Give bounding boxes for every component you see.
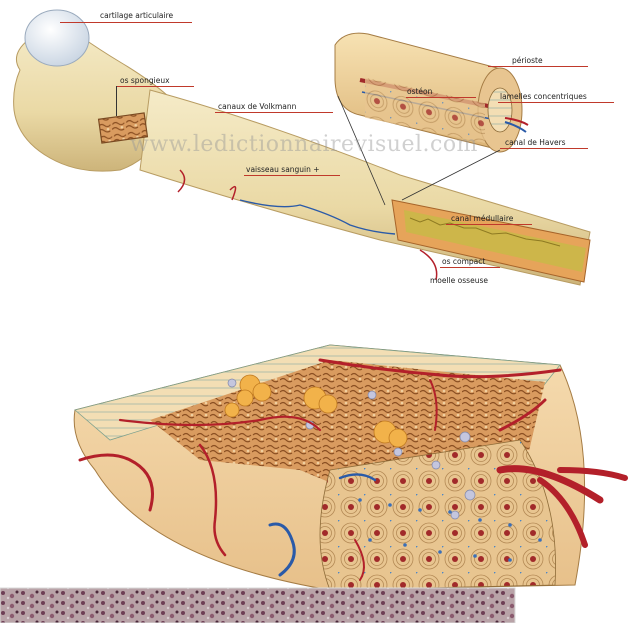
- label-medullary: canal médullaire: [451, 214, 513, 223]
- label-compact: os compact: [442, 257, 485, 266]
- label-vessel: vaisseau sanguin +: [246, 165, 320, 174]
- label-lamellae: lamelles concentriques: [500, 92, 587, 101]
- bone-tissue-cutaway: [74, 345, 625, 590]
- label-rule-cartilage: [60, 22, 192, 23]
- label-havers: canal de Havers: [505, 138, 566, 147]
- label-spongy: os spongieux: [120, 76, 170, 85]
- label-rule-compact: [440, 267, 500, 268]
- label-marrow: moelle osseuse: [430, 276, 488, 285]
- articular-cartilage: [25, 10, 89, 66]
- watermark-text: www.ledictionnairevisuel.com: [130, 132, 478, 157]
- label-rule-volkmann: [215, 112, 333, 113]
- label-rule-havers: [500, 148, 588, 149]
- label-rule-osteon: [406, 97, 476, 98]
- label-osteon: ostéon: [407, 87, 432, 96]
- label-rule-medullary: [446, 224, 532, 225]
- label-rule-lamellae: [498, 102, 614, 103]
- label-rule-vessel: [244, 175, 340, 176]
- label-volkmann: canaux de Volkmann: [218, 102, 296, 111]
- label-rule-spongy: [116, 86, 194, 87]
- label-rule-periosteum: [488, 66, 588, 67]
- histology-strip: [0, 588, 515, 623]
- label-periosteum: périoste: [512, 56, 543, 65]
- label-leader-spongy: [116, 86, 117, 116]
- label-cartilage: cartilage articulaire: [100, 11, 173, 20]
